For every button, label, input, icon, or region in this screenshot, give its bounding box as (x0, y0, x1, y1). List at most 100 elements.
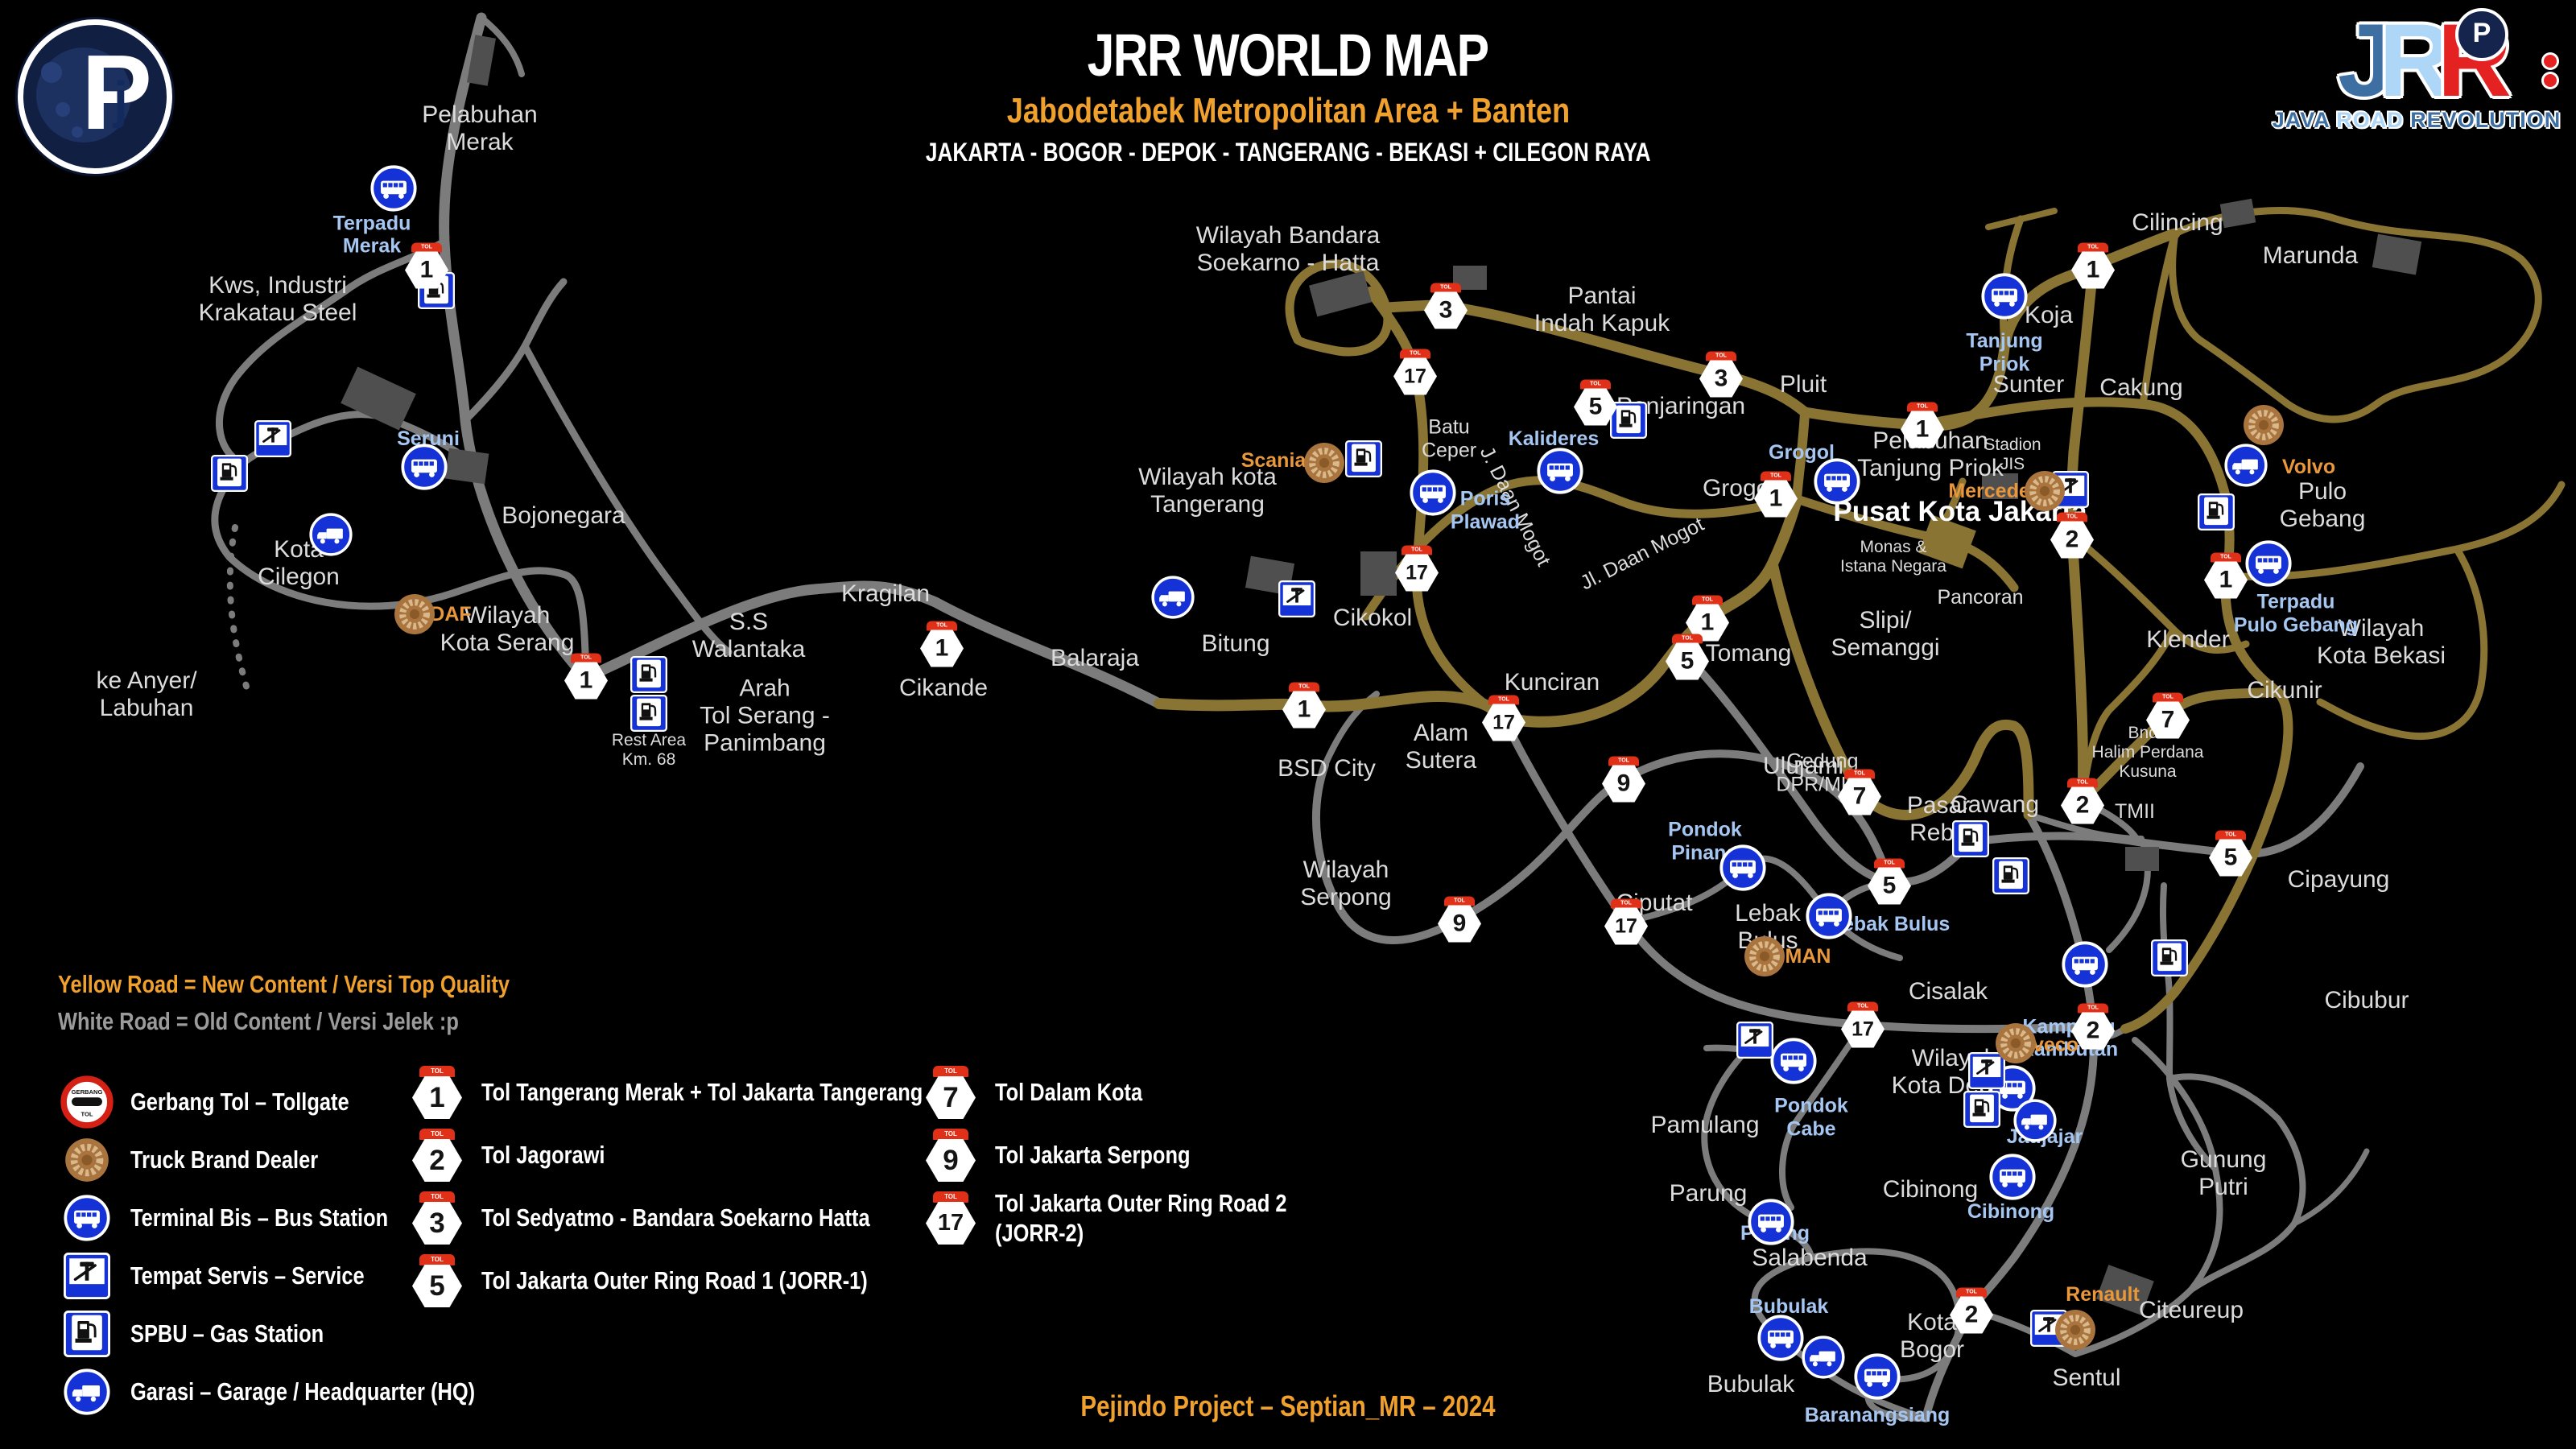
pejindo-logo-subletter: j (114, 71, 128, 129)
place-label: Cakung (2099, 374, 2183, 401)
gas-station-icon (630, 695, 667, 732)
legend-item-bus: Terminal Bis – Bus Station (58, 1189, 609, 1247)
shield-number: 2 (412, 1139, 462, 1182)
legend-route-label: Tol Sedyatmo - Bandara Soekarno Hatta (481, 1203, 870, 1232)
jrr-tagline-word: JAVA (2272, 108, 2330, 132)
pejindo-logo-letter: P (81, 33, 153, 151)
shield-band: TOL (1873, 858, 1905, 869)
shield-number: 2 (2061, 786, 2104, 824)
service-icon (1736, 1022, 1773, 1059)
shield-band: TOL (932, 1129, 969, 1140)
legend-item-garage: Garasi – Garage / Headquarter (HQ) (58, 1363, 609, 1421)
place-label: Grogol (1769, 440, 1835, 464)
shield-number: 7 (926, 1076, 976, 1119)
shield-band: TOL (1955, 1287, 1988, 1298)
place-label: Scania (1241, 448, 1307, 472)
bus-station-icon (2245, 540, 2292, 587)
place-label: Kalideres (1508, 427, 1600, 450)
shield-band: TOL (419, 1066, 456, 1077)
shield-number: 5 (2209, 839, 2252, 877)
bus-station-icon (1770, 1038, 1817, 1084)
legend-route-label: Tol Jagorawi (481, 1141, 605, 1170)
place-label: Bubulak (1748, 1294, 1829, 1318)
header: JRR WORLD MAP Jabodetabek Metropolitan A… (724, 0, 1852, 167)
garage-hq-icon (58, 1368, 116, 1415)
gas-station-icon (2151, 939, 2188, 976)
service-icon (58, 1253, 116, 1299)
page-title: JRR WORLD MAP (1088, 22, 1489, 89)
shield-band: TOL (1488, 695, 1520, 705)
place-label: MAN (1785, 944, 1831, 968)
place-label: Cisalak (1908, 977, 1988, 1005)
shield-band: TOL (932, 1066, 969, 1077)
legend-route-label: Tol Tangerang Merak + Tol Jakarta Tanger… (481, 1078, 923, 1107)
shield-number: 9 (926, 1139, 976, 1182)
legend-route-2: TOL 2 Tol Jagorawi (412, 1124, 1020, 1187)
place-label: Parung (1669, 1179, 1748, 1207)
place-label: Citeureup (2138, 1296, 2244, 1323)
bus-station-icon (1814, 458, 1860, 505)
subtitle: Jabodetabek Metropolitan Area + Banten (1006, 91, 1570, 130)
bus-station-icon (1719, 844, 1766, 891)
place-label: Cibubur (2324, 986, 2409, 1013)
legend-item-label: Gerbang Tol – Tollgate (130, 1088, 349, 1116)
truck-dealer-icon (1302, 441, 1346, 485)
pejindo-logo-bubble (56, 102, 70, 117)
place-label: DAF (430, 602, 472, 625)
shield-band: TOL (1443, 896, 1476, 906)
place-label: Marunda (2262, 242, 2359, 269)
bus-station-icon (1806, 893, 1852, 939)
gas-station-icon (1963, 1091, 2000, 1128)
shield-number: 1 (1754, 480, 1798, 518)
bus-station-icon (1757, 1315, 1804, 1361)
truck-dealer-icon (2054, 1308, 2097, 1352)
place-label: Ulujami (1762, 752, 1844, 779)
shield-number: 2 (2050, 521, 2094, 559)
place-label: Pluit (1779, 370, 1827, 398)
shield-number: 17 (1395, 554, 1439, 592)
legend-item-label: Truck Brand Dealer (130, 1146, 319, 1174)
place-label: Bojonegara (502, 502, 625, 529)
service-icon (1968, 1052, 2005, 1089)
shield-band: TOL (1906, 402, 1938, 412)
shield-band: TOL (2056, 512, 2088, 522)
jrr-tagline-word: ROAD (2329, 108, 2404, 132)
place-label: Sentul (2052, 1364, 2121, 1391)
shield-band: TOL (570, 653, 602, 663)
truck-dealer-icon (2023, 469, 2066, 513)
place-label: Volvo (2281, 455, 2336, 478)
legend-item-gas: SPBU – Gas Station (58, 1305, 609, 1363)
gas-station-icon (58, 1311, 116, 1357)
place-label: Renault (2066, 1282, 2140, 1306)
legend: Yellow Road = New Content / Versi Top Qu… (58, 970, 609, 1421)
shield-number: 3 (412, 1202, 462, 1245)
